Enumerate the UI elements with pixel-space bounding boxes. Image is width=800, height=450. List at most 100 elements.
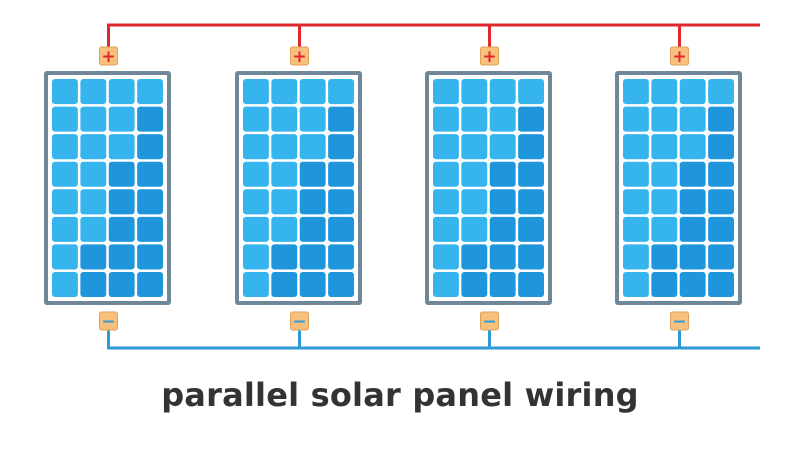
- solar-cell: [137, 79, 163, 105]
- solar-cell: [299, 161, 326, 187]
- solar-cell: [80, 106, 107, 132]
- solar-cell: [461, 134, 488, 160]
- solar-cell: [52, 161, 78, 187]
- negative-terminal: [670, 311, 689, 331]
- solar-cell: [80, 189, 107, 215]
- solar-cell: [489, 161, 516, 187]
- solar-cell: [651, 244, 678, 270]
- solar-cell: [623, 216, 649, 242]
- solar-cell: [108, 271, 135, 297]
- solar-cell: [651, 79, 678, 105]
- solar-cell: [271, 216, 298, 242]
- solar-cell: [328, 271, 354, 297]
- solar-cell: [243, 271, 269, 297]
- solar-cell: [52, 79, 78, 105]
- solar-cell: [243, 189, 269, 215]
- solar-cell: [80, 216, 107, 242]
- solar-cell: [243, 216, 269, 242]
- plus-icon: +: [482, 47, 496, 67]
- solar-cell: [651, 271, 678, 297]
- solar-cell: [52, 271, 78, 297]
- solar-cell: [518, 106, 544, 132]
- solar-cell: [489, 106, 516, 132]
- positive-terminal: [480, 46, 499, 66]
- solar-cell: [80, 271, 107, 297]
- solar-cell: [243, 244, 269, 270]
- positive-terminal: [99, 46, 118, 66]
- solar-cell: [651, 189, 678, 215]
- solar-cell: [433, 106, 459, 132]
- solar-cell: [461, 161, 488, 187]
- solar-cell: [433, 79, 459, 105]
- solar-panels: +−+−+−+−: [44, 25, 742, 348]
- solar-cell: [489, 189, 516, 215]
- solar-cell: [271, 79, 298, 105]
- solar-cell: [489, 244, 516, 270]
- negative-terminal: [99, 311, 118, 331]
- solar-cell: [271, 189, 298, 215]
- solar-cell: [108, 244, 135, 270]
- solar-cell: [623, 106, 649, 132]
- positive-terminal: [290, 46, 309, 66]
- solar-cell: [433, 244, 459, 270]
- solar-cell: [108, 161, 135, 187]
- solar-cell: [80, 79, 107, 105]
- solar-cell: [433, 216, 459, 242]
- minus-icon: −: [101, 312, 115, 332]
- plus-icon: +: [292, 47, 306, 67]
- solar-cell: [328, 106, 354, 132]
- solar-cell: [299, 216, 326, 242]
- solar-cell: [137, 244, 163, 270]
- solar-cell: [679, 134, 706, 160]
- solar-cell: [651, 106, 678, 132]
- solar-cell: [108, 134, 135, 160]
- solar-cell: [623, 79, 649, 105]
- plus-icon: +: [101, 47, 115, 67]
- solar-cell: [433, 161, 459, 187]
- solar-cell: [679, 79, 706, 105]
- solar-cell: [299, 134, 326, 160]
- solar-cell: [52, 244, 78, 270]
- solar-cell: [489, 134, 516, 160]
- solar-cell: [623, 189, 649, 215]
- solar-cell: [328, 244, 354, 270]
- solar-cell: [708, 161, 734, 187]
- solar-cell: [461, 189, 488, 215]
- solar-cell: [108, 79, 135, 105]
- solar-cell: [137, 271, 163, 297]
- solar-cell: [679, 271, 706, 297]
- solar-cell: [518, 244, 544, 270]
- solar-cell: [52, 216, 78, 242]
- solar-cell: [461, 216, 488, 242]
- solar-cell: [80, 244, 107, 270]
- solar-cell: [243, 79, 269, 105]
- solar-cell: [461, 79, 488, 105]
- solar-cell: [328, 134, 354, 160]
- solar-cell: [243, 134, 269, 160]
- solar-cell: [433, 271, 459, 297]
- negative-bus-wire: [107, 330, 760, 350]
- solar-cell: [52, 134, 78, 160]
- positive-terminal: [670, 46, 689, 66]
- solar-cell: [679, 216, 706, 242]
- solar-cell: [52, 189, 78, 215]
- solar-cell: [489, 271, 516, 297]
- solar-cell: [489, 216, 516, 242]
- panel-2: +−: [235, 25, 362, 348]
- solar-cell: [679, 106, 706, 132]
- solar-cell: [518, 189, 544, 215]
- solar-cell: [461, 271, 488, 297]
- panel-1: +−: [44, 46, 171, 332]
- solar-cell: [461, 244, 488, 270]
- positive-bus-wire: [107, 23, 760, 47]
- solar-cell: [623, 271, 649, 297]
- solar-cell: [137, 106, 163, 132]
- plus-icon: +: [672, 47, 686, 67]
- solar-cell: [137, 134, 163, 160]
- solar-cell: [271, 134, 298, 160]
- wires: [107, 23, 760, 350]
- solar-cell: [299, 79, 326, 105]
- solar-cell: [708, 134, 734, 160]
- solar-cell: [679, 244, 706, 270]
